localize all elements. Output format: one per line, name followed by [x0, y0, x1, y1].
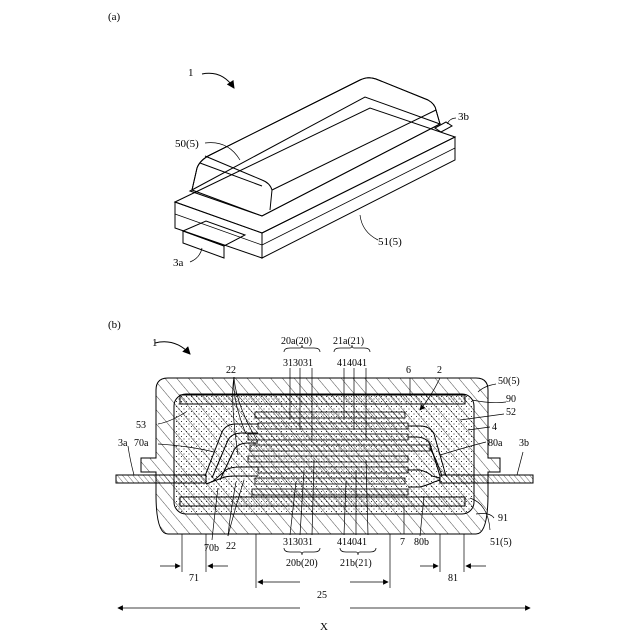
- label-a-50: 50(5): [175, 138, 199, 150]
- label-b-80b: 80b: [414, 537, 429, 548]
- panel-label-a: (a): [108, 11, 121, 23]
- label-b-90: 90: [506, 394, 516, 405]
- top-plate-6: [180, 395, 465, 404]
- panel-label-b: (b): [108, 319, 121, 331]
- label-b-22-top: 22: [226, 365, 236, 376]
- label-b-20a: 20a(20): [281, 336, 312, 347]
- bottom-plate-7: [180, 497, 465, 506]
- label-b-70a: 70a: [134, 438, 149, 449]
- label-b-91: 91: [498, 513, 508, 524]
- label-b-80a: 80a: [488, 438, 503, 449]
- label-b-71: 71: [189, 573, 199, 584]
- brace-20b: [284, 548, 320, 555]
- label-b-22-bot: 22: [226, 541, 236, 552]
- label-b-25: 25: [317, 590, 327, 601]
- label-b-414041-bot: 414041: [337, 537, 367, 548]
- label-b-52: 52: [506, 407, 516, 418]
- label-a-3b: 3b: [458, 111, 470, 123]
- label-a-51: 51(5): [378, 236, 402, 248]
- terminal-3b-section: [440, 475, 533, 483]
- label-b-2: 2: [437, 365, 442, 376]
- label-a-3a: 3a: [173, 257, 184, 269]
- label-b-1: 1: [152, 337, 158, 349]
- label-b-21b: 21b(21): [340, 558, 372, 569]
- label-b-7: 7: [400, 537, 405, 548]
- arrow-a-1: [202, 73, 234, 88]
- label-b-X: X: [320, 621, 328, 633]
- terminal-3a: [183, 221, 245, 258]
- label-b-414041-top: 414041: [337, 358, 367, 369]
- label-b-313031-top: 313031: [283, 358, 313, 369]
- label-b-313031-bot: 313031: [283, 537, 313, 548]
- leader-a-50: [205, 143, 240, 160]
- label-b-21a: 21a(21): [333, 336, 364, 347]
- label-b-81: 81: [448, 573, 458, 584]
- label-b-50: 50(5): [498, 376, 520, 387]
- label-b-3a: 3a: [118, 438, 128, 449]
- label-b-53: 53: [136, 420, 146, 431]
- brace-21b: [340, 548, 376, 555]
- label-b-20b: 20b(20): [286, 558, 318, 569]
- label-b-3b: 3b: [519, 438, 529, 449]
- leader-a-3a: [190, 248, 202, 262]
- label-b-51: 51(5): [490, 537, 512, 548]
- leader-a-51: [360, 215, 378, 240]
- label-b-70b: 70b: [204, 543, 219, 554]
- label-a-1: 1: [188, 67, 194, 79]
- terminal-3a-section: [116, 475, 206, 483]
- label-b-4: 4: [492, 422, 497, 433]
- lower-case-plate: [175, 108, 455, 258]
- label-b-6: 6: [406, 365, 411, 376]
